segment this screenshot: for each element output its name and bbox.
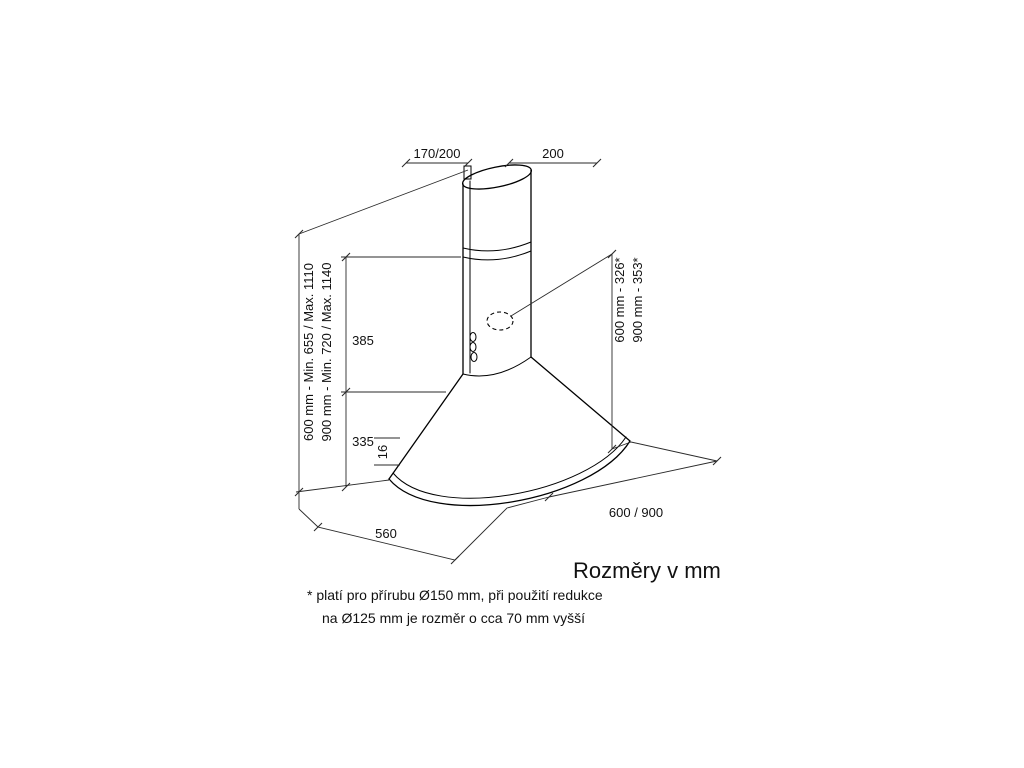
chimney-top-opening <box>461 164 533 190</box>
cone-top-junction <box>462 356 532 377</box>
dim-rim-lip: 16 <box>374 437 400 466</box>
dim-label-hood-width: 600 / 900 <box>609 505 663 520</box>
dim-label-chimney-depth: 170/200 <box>414 146 461 161</box>
dim-label-lower-section: 335 <box>352 434 374 449</box>
outlet-dashed-circle <box>486 311 514 331</box>
control-buttons <box>469 332 478 362</box>
dim-hood-width: 600 / 900 <box>506 441 722 520</box>
dim-label-total-height-900: 900 mm - Min. 720 / Max. 1140 <box>319 263 334 442</box>
button-2 <box>469 342 477 352</box>
dim-label-total-height-600: 600 mm - Min. 655 / Max. 1110 <box>301 263 316 441</box>
button-1 <box>469 332 477 342</box>
cone-left-slant <box>388 373 464 480</box>
diagram-title: Rozměry v mm <box>573 558 721 583</box>
footnote-line-1: * platí pro přírubu Ø150 mm, při použití… <box>307 587 603 603</box>
dim-label-hood-depth: 560 <box>375 526 397 541</box>
mounting-bracket <box>463 165 472 180</box>
cone-bottom-rim-lip <box>392 436 627 499</box>
cone-bottom-rim-outer <box>388 440 631 507</box>
footnote-line-2: na Ø125 mm je rozměr o cca 70 mm vyšší <box>322 610 585 626</box>
dim-hood-depth: 560 <box>298 507 508 565</box>
dim-label-chimney-width: 200 <box>542 146 564 161</box>
cone-right-slant <box>530 356 631 442</box>
dim-section-heights: 385 335 <box>341 252 461 492</box>
dim-label-outlet-height-600: 600 mm - 326* <box>612 257 627 342</box>
chimney-seam-lower <box>462 250 532 261</box>
dim-chimney-width: 200 <box>504 146 602 168</box>
chimney-seam-upper <box>462 241 532 252</box>
dim-label-upper-section: 385 <box>352 333 374 348</box>
dim-label-outlet-height-900: 900 mm - 353* <box>630 257 645 342</box>
button-3 <box>470 352 478 362</box>
dim-outlet-height: 600 mm - 326* 900 mm - 353* <box>510 249 645 454</box>
dim-label-rim-lip: 16 <box>375 445 390 459</box>
dim-total-height: 600 mm - Min. 655 / Max. 1110 900 mm - M… <box>294 169 469 509</box>
dim-chimney-depth: 170/200 <box>401 146 473 168</box>
hood-body-outline <box>388 164 631 507</box>
